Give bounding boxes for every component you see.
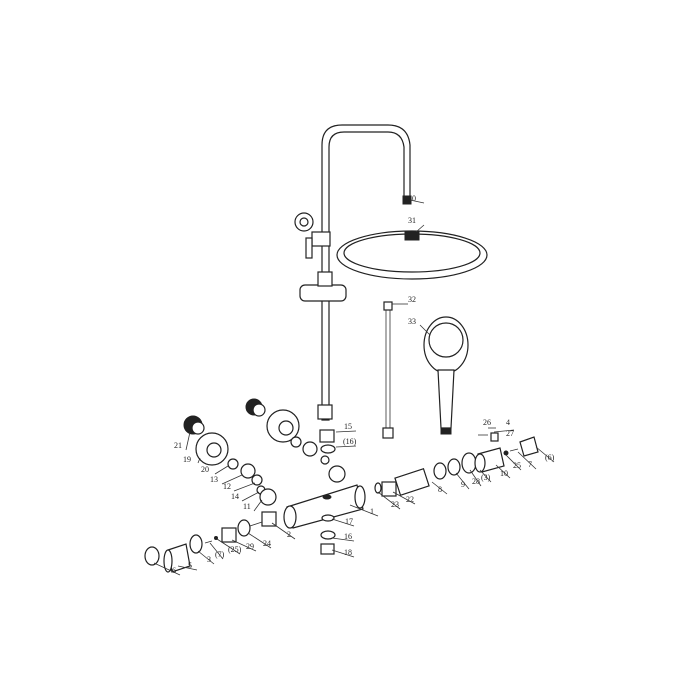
part-label: 7 — [528, 460, 532, 469]
part-label: 20 — [201, 465, 209, 474]
part-label: 11 — [243, 502, 251, 511]
riser-rail — [317, 124, 412, 421]
part-label: 9 — [461, 480, 465, 489]
part-label: 10 — [500, 469, 508, 478]
part-label: 19 — [183, 455, 191, 464]
bottom-outlet-parts — [320, 514, 336, 555]
part-labels: 30 31 32 33 15 (16) 21 19 20 13 12 14 11… — [153, 194, 555, 576]
part-label: (3) — [481, 473, 491, 482]
part-label: 16 — [344, 532, 352, 541]
part-label: 4 — [506, 418, 510, 427]
part-label: 14 — [231, 492, 239, 501]
part-label: 26 — [483, 418, 491, 427]
slider-holder — [299, 271, 347, 302]
right-cartridge-parts — [374, 432, 539, 497]
leader-lines — [153, 199, 555, 576]
part-label: 18 — [344, 548, 352, 557]
part-label: 24 — [263, 539, 271, 548]
part-label: (6) — [545, 453, 555, 462]
part-label: 6 — [172, 566, 176, 575]
left-inlet-parts — [183, 415, 277, 506]
hand-shower — [423, 316, 469, 435]
left-handle-parts — [144, 511, 277, 573]
part-label: 15 — [344, 422, 352, 431]
shower-hose — [382, 301, 394, 439]
wall-bracket — [294, 212, 331, 259]
part-label: 5 — [188, 561, 192, 570]
part-label: 31 — [408, 216, 416, 225]
part-label: (16) — [343, 437, 357, 446]
thermostatic-valve-body — [283, 484, 366, 529]
part-label: 13 — [210, 475, 218, 484]
part-label: 29 — [246, 542, 254, 551]
part-label: 32 — [408, 295, 416, 304]
part-label: 27 — [506, 429, 514, 438]
part-label: 33 — [408, 317, 416, 326]
part-label: 22 — [406, 495, 414, 504]
part-label: 1 — [370, 507, 374, 516]
overhead-shower-head — [336, 230, 488, 280]
part-label: 17 — [345, 517, 353, 526]
part-label: 28 — [472, 477, 480, 486]
part-label: 12 — [223, 482, 231, 491]
part-label: (25) — [228, 545, 242, 554]
part-label: 21 — [174, 441, 182, 450]
part-label: 8 — [438, 485, 442, 494]
right-inlet-parts — [245, 398, 346, 483]
part-label: 23 — [391, 500, 399, 509]
part-label: 30 — [408, 194, 416, 203]
